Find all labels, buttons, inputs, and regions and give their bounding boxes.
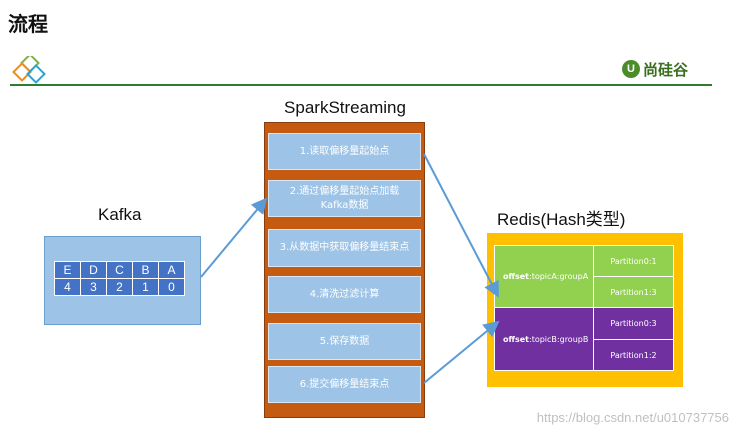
redis-key-topicB: offset:topicB:groupB [494, 307, 594, 371]
redis-hash-table: offset:topicA:groupA Partition0:1 Partit… [494, 245, 674, 371]
step-save-data: 5.保存数据 [268, 323, 421, 360]
step-clean-compute: 4.清洗过滤计算 [268, 276, 421, 313]
logo-diamond-icon [12, 56, 46, 84]
kafka-cell: 1 [132, 278, 159, 296]
arrow-commit-to-redis [423, 320, 500, 384]
step-load-kafka: 2.通过偏移量起始点加载 Kafka数据 [268, 180, 421, 217]
kafka-letters-row: E D C B A [54, 261, 185, 279]
redis-partition-value: Partition1:2 [593, 339, 674, 371]
kafka-cell: D [80, 261, 107, 279]
kafka-cell: 0 [158, 278, 185, 296]
kafka-label: Kafka [98, 205, 142, 224]
page-title: 流程 [8, 12, 48, 36]
brand-logo: U 尚硅谷 [622, 58, 688, 80]
step-read-offset: 1.读取偏移量起始点 [268, 133, 421, 170]
brand-name: 尚硅谷 [643, 60, 689, 79]
kafka-offset-table: E D C B A 4 3 2 1 0 [54, 261, 185, 296]
redis-key-rest: :topicB:groupB [529, 334, 589, 344]
arrow-read-to-redis [423, 153, 499, 298]
header-divider [10, 84, 712, 86]
brand-mark-icon: U [622, 60, 640, 78]
spark-streaming-label: SparkStreaming [284, 98, 406, 117]
kafka-cell: 2 [106, 278, 133, 296]
spark-streaming-column: 1.读取偏移量起始点 2.通过偏移量起始点加载 Kafka数据 3.从数据中获取… [264, 122, 425, 418]
step-commit-offset: 6.提交偏移量结束点 [268, 366, 421, 403]
kafka-offsets-row: 4 3 2 1 0 [54, 278, 185, 296]
redis-key-prefix: offset [503, 334, 529, 344]
watermark-url: https://blog.csdn.net/u010737756 [536, 410, 729, 425]
redis-key-prefix: offset [503, 272, 529, 281]
redis-key-rest: :topicA:groupA [529, 272, 589, 281]
kafka-cell: 4 [54, 278, 81, 296]
redis-box: offset:topicA:groupA Partition0:1 Partit… [487, 233, 683, 387]
kafka-cell: A [158, 261, 185, 279]
step-get-end-offset: 3.从数据中获取偏移量结束点 [268, 229, 421, 267]
redis-key-topicA: offset:topicA:groupA [494, 245, 594, 308]
kafka-box: E D C B A 4 3 2 1 0 [44, 236, 201, 325]
redis-partition-value: Partition0:1 [593, 245, 674, 277]
arrow-kafka-to-spark [200, 197, 268, 278]
redis-label: Redis(Hash类型) [497, 210, 626, 229]
